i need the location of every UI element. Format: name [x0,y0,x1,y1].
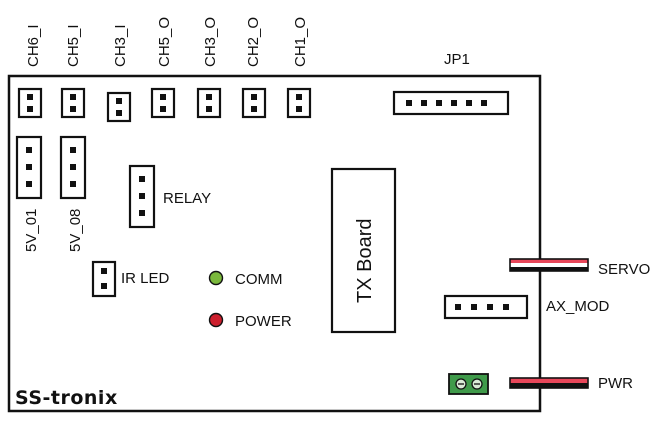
label-5v-01: 5V_01 [23,209,40,252]
label-comm: COMM [235,271,283,288]
header-ir-led [91,260,117,298]
pwr-wire [509,377,589,389]
label-ir-led: IR LED [121,270,170,287]
label-jp1: JP1 [444,51,470,68]
label-ax-mod: AX_MOD [546,298,610,315]
label-tx-board: TX Board [354,219,376,303]
header-relay [128,164,156,229]
header-ch5-o [150,87,176,119]
header-ch6-i [17,87,43,119]
label-servo: SERVO [598,261,650,278]
comm-led [208,270,224,286]
svg-text:SS-tronix: SS-tronix [15,387,118,409]
power-terminal-block [448,373,489,395]
label-power: POWER [235,313,292,330]
board-outline [7,74,542,413]
header-5v-01 [15,135,43,200]
header-jp1 [392,90,510,116]
label-ch5-i: CH5_I [65,24,82,67]
header-ch5-i [60,87,86,119]
label-ch6-i: CH6_I [25,24,42,67]
label-ch3-i: CH3_I [112,24,129,67]
header-ax-mod [443,294,529,320]
label-ch2-o: CH2_O [245,17,262,67]
label-relay: RELAY [163,190,211,207]
power-led [208,312,224,328]
header-ch2-o [241,87,267,119]
label-ch5-o: CH5_O [156,17,173,67]
label-ch1-o: CH1_O [292,17,309,67]
ss-tronix-logo: SS-tronix [15,387,118,409]
label-5v-08: 5V_08 [67,209,84,252]
header-ch1-o [286,87,312,119]
header-5v-08 [59,135,87,200]
header-ch3-o [196,87,222,119]
header-ch3-i [106,91,132,123]
tx-board [330,167,397,334]
label-ch3-o: CH3_O [202,17,219,67]
servo-wire [509,258,589,272]
label-pwr: PWR [598,375,633,392]
